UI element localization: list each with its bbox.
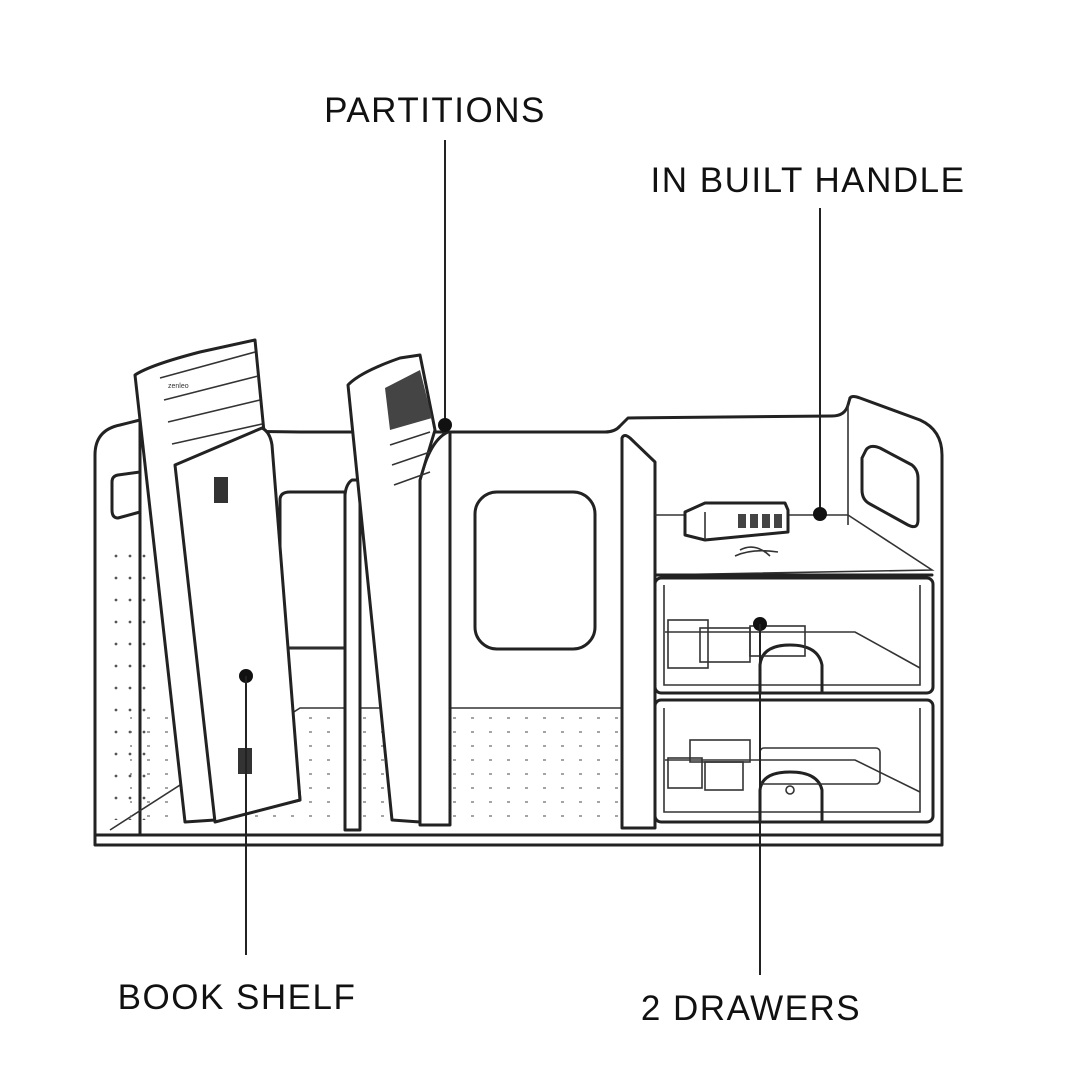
device-slot-4: [774, 514, 782, 528]
books-middle: [346, 353, 437, 824]
callout-handle: IN BUILT HANDLE: [651, 161, 966, 521]
drawer-bottom-inner: [663, 708, 921, 813]
drawer-top-inner-floor: [665, 631, 921, 669]
left-side-panel: [93, 418, 142, 837]
drawer-bottom: [653, 698, 935, 824]
drawer-top-item-1: [667, 619, 709, 669]
book-spine-text: zenleo: [168, 383, 189, 390]
drawer-bottom-keyhole: [785, 785, 795, 795]
drawer-bottom-item-2: [667, 757, 703, 789]
right-handle-cutout: [860, 444, 920, 529]
drawer-top-item-3: [749, 625, 806, 657]
drawer-top-frame: [653, 576, 935, 695]
callout-partitions: PARTITIONS: [324, 91, 546, 432]
books-left: zenleo: [133, 338, 302, 824]
callout-book-shelf: BOOK SHELF: [118, 669, 357, 1017]
top-shelf-device: [683, 501, 790, 557]
organizer-body: zenleo: [93, 338, 944, 847]
right-side-panel: [848, 395, 944, 837]
device-body: [683, 501, 790, 542]
label-in-built-handle: IN BUILT HANDLE: [651, 161, 966, 200]
book-2: [173, 426, 302, 824]
book-2-mark-top: [214, 477, 228, 503]
drawer-top: [653, 576, 935, 695]
book-3-band: [385, 370, 432, 430]
drawer-top-inner: [663, 585, 921, 686]
book-1-lines: [159, 351, 263, 445]
drawer-bottom-item-4: [759, 747, 881, 785]
marker-handle: [813, 507, 827, 521]
book-3-lines: [389, 431, 431, 486]
base-plate: [93, 833, 944, 847]
drawer-bottom-frame: [653, 698, 935, 824]
drawer-top-handle: [758, 643, 824, 694]
partition-2: [418, 430, 452, 827]
partition-1: [343, 478, 362, 832]
left-window-cutout: [278, 490, 347, 650]
drawer-bottom-item-3: [704, 761, 744, 791]
middle-window-cutout: [473, 490, 597, 651]
label-partitions: PARTITIONS: [324, 91, 546, 130]
label-2-drawers: 2 DRAWERS: [641, 989, 861, 1028]
label-book-shelf: BOOK SHELF: [118, 978, 357, 1017]
device-slot-3: [762, 514, 770, 528]
partition-3: [620, 434, 657, 830]
book-3: [346, 353, 437, 824]
device-slot-1: [738, 514, 746, 528]
marker-partitions: [438, 418, 452, 432]
device-cable: [734, 546, 779, 557]
drawer-bottom-inner-floor: [665, 759, 921, 793]
left-handle-cutout: [110, 470, 142, 520]
device-slot-2: [750, 514, 758, 528]
callout-drawers: 2 DRAWERS: [641, 617, 861, 1028]
back-panel: [138, 396, 852, 434]
